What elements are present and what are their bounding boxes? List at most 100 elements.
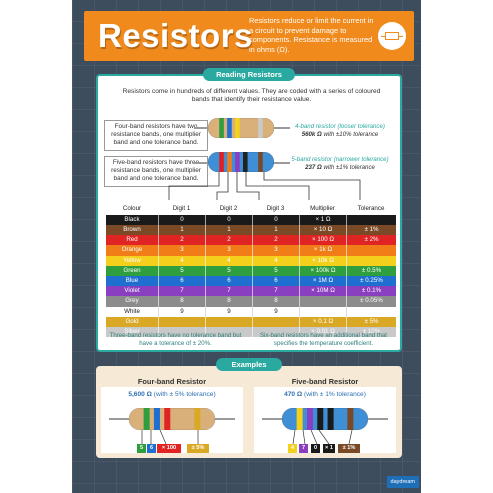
table-cell-tol <box>346 214 396 225</box>
value-chip: 4 <box>288 444 297 453</box>
five-band-example-value: 470 Ω <box>284 391 303 398</box>
resistor-band <box>242 152 248 172</box>
table-cell-tol: ± 0.1% <box>346 286 396 297</box>
table-cell-tol: ± 0.05% <box>346 296 396 307</box>
table-cell-mult: × 0.01 Ω <box>299 327 346 338</box>
value-chip: 0 <box>311 444 320 453</box>
table-cell-d2: 4 <box>205 255 252 266</box>
table-cell-mult: × 0.1 Ω <box>299 316 346 327</box>
table-cell-colour: Orange <box>121 246 143 254</box>
table-cell-d2: 1 <box>205 225 252 236</box>
poster-title: Resistors <box>98 17 253 54</box>
four-band-heading: 4-band resistor (looser tolerance) <box>295 123 385 130</box>
five-band-value: 237 Ω <box>305 163 322 171</box>
value-chip: ± 5% <box>187 444 209 453</box>
table-cell-d1: 8 <box>158 296 205 307</box>
six-band-footnote: Six-band resistors have an additional ba… <box>259 332 388 347</box>
header-description: Resistors reduce or limit the current in… <box>249 16 374 54</box>
resistor-band <box>227 118 232 138</box>
header-digit-2: Digit 2 <box>219 205 238 212</box>
table-cell-colour: Grey <box>125 297 139 305</box>
four-band-value: 560k Ω <box>301 130 322 138</box>
four-band-value-line: 560k Ω with ±10% tolerance <box>286 131 394 139</box>
table-cell-tol: ± 10% <box>346 327 396 338</box>
table-cell-d2 <box>205 316 252 327</box>
header-digit-3: Digit 3 <box>266 205 285 212</box>
table-cell-d3: 5 <box>252 265 299 276</box>
table-cell-d3: 2 <box>252 235 299 246</box>
five-band-example-value-line: 470 Ω (with ± 1% tolerance) <box>254 391 396 398</box>
table-row: Gold × 0.1 Ω± 5% <box>106 316 396 327</box>
value-chip: 7 <box>299 444 308 453</box>
resistor-band <box>153 408 160 430</box>
table-cell-mult <box>299 296 346 307</box>
resistor-band <box>219 118 224 138</box>
table-cell-d3: 6 <box>252 276 299 287</box>
examples-panel: Examples Four-band Resistor Five-band Re… <box>96 358 402 458</box>
resistor-band <box>164 408 171 430</box>
resistor-band <box>347 408 354 430</box>
five-band-value-line: 237 Ω with ±1% tolerance <box>286 164 394 172</box>
table-cell-colour: Green <box>123 266 141 274</box>
table-cell-d1 <box>158 327 205 338</box>
table-cell-d3: 8 <box>252 296 299 307</box>
table-cell-d1: 9 <box>158 306 205 317</box>
table-cell-d1: 7 <box>158 286 205 297</box>
resistor-band <box>258 118 263 138</box>
table-cell-colour: Gold <box>125 317 139 325</box>
table-cell-d2: 8 <box>205 296 252 307</box>
table-cell-mult: × 100 Ω <box>299 235 346 246</box>
resistor-band <box>143 408 150 430</box>
reading-section-title: Reading Resistors <box>203 68 295 81</box>
poster: Resistors Resistors reduce or limit the … <box>72 0 421 493</box>
five-band-note: Five-band resistors have three resistanc… <box>104 156 208 187</box>
table-cell-mult: × 10M Ω <box>299 286 346 297</box>
table-cell-mult: × 10k Ω <box>299 255 346 266</box>
four-band-resistor <box>207 117 275 139</box>
table-cell-d2: 3 <box>205 245 252 256</box>
table-cell-tol: ± 0.5% <box>346 265 396 276</box>
table-cell-d1: 0 <box>158 214 205 225</box>
table-cell-mult <box>299 306 346 317</box>
table-cell-colour: Black <box>124 215 140 223</box>
table-cell-d2 <box>205 327 252 338</box>
resistor-band <box>235 118 240 138</box>
table-cell-d1 <box>158 316 205 327</box>
resistor-band <box>194 408 201 430</box>
table-cell-colour: White <box>124 307 140 315</box>
resistor-band <box>235 152 240 172</box>
four-band-example-pointers <box>141 430 199 444</box>
table-cell-d2: 5 <box>205 265 252 276</box>
table-cell-colour: Blue <box>125 277 139 284</box>
table-header-row: Colour Digit 1 Digit 2 Digit 3 Multiplie… <box>106 204 396 214</box>
table-cell-tol: ± 0.25% <box>346 276 396 287</box>
five-band-label: 5-band resistor (narrower tolerance) 237… <box>286 156 394 172</box>
table-row: Silver× 0.01 Ω± 10% <box>106 327 396 338</box>
four-band-example-value: 5,600 Ω <box>128 391 152 398</box>
value-chip: ± 1% <box>338 444 360 453</box>
resistor-band <box>258 152 263 172</box>
table-cell-colour: Yellow <box>123 256 141 264</box>
table-cell-colour: Red <box>126 236 138 244</box>
five-band-example-pointers <box>292 430 353 444</box>
reading-resistors-panel: Reading Resistors Resistors come in hund… <box>96 68 402 352</box>
four-band-note: Four-band resistors have two resistance … <box>104 120 208 151</box>
five-band-resistor <box>207 151 275 173</box>
resistor-symbol-icon <box>378 22 406 50</box>
table-cell-d2: 9 <box>205 306 252 317</box>
resistor-band <box>306 408 313 430</box>
table-cell-tol: ± 5% <box>346 316 396 327</box>
value-chip: × 1 <box>323 444 335 453</box>
table-cell-tol: ± 1% <box>346 225 396 236</box>
resistor-band <box>227 152 232 172</box>
table-cell-d3: 9 <box>252 306 299 317</box>
value-chip: 6 <box>147 444 156 453</box>
